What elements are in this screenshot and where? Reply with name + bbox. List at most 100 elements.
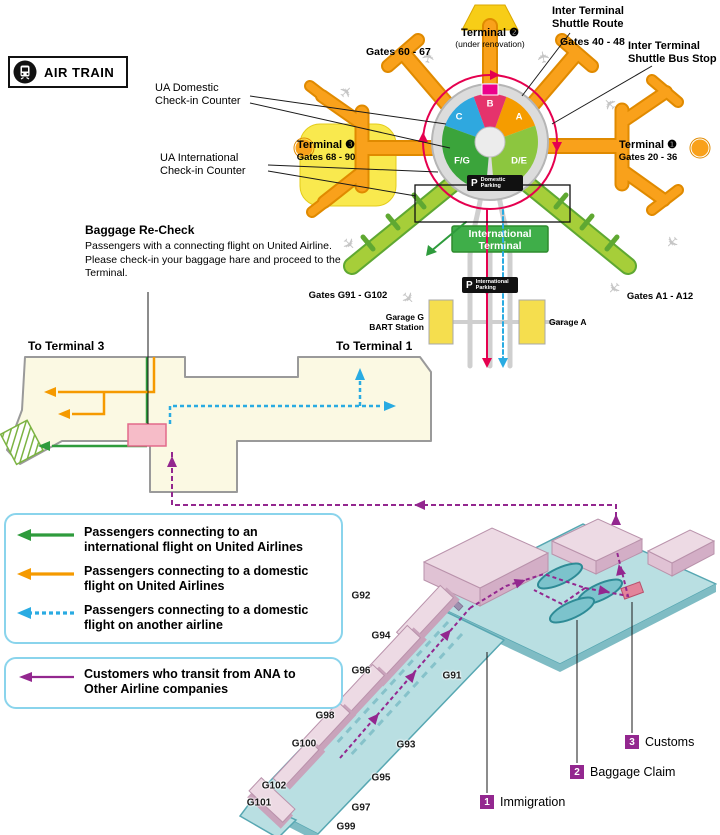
hub-section-fg-label: F/G — [454, 155, 470, 167]
transit-route-3d — [339, 551, 630, 759]
gate-label-g99: G99 — [336, 821, 356, 833]
terminal3-name: Terminal ❸ — [297, 139, 355, 151]
airplane-icon: ✈ — [420, 49, 439, 65]
hub-section-a-label: A — [515, 111, 523, 123]
garage-a-building — [518, 299, 546, 345]
carousel — [536, 562, 584, 590]
marker-immigration-badge: 1 — [480, 795, 494, 809]
legend-item-label: Customers who transit from ANA to Other … — [84, 667, 296, 696]
construction-zone — [299, 123, 397, 207]
marker-baggage-claim-badge: 2 — [570, 765, 584, 779]
hub-section-b-label: B — [486, 98, 494, 110]
legend-item: Passengers connecting to a domestic flig… — [14, 564, 333, 594]
carousel — [548, 596, 596, 624]
hub-section-a — [490, 96, 536, 142]
gate-fingers — [360, 192, 620, 252]
callout-ua-domestic: UA Domestic Check-in Counter — [155, 82, 241, 107]
gate-label-g98: G98 — [315, 710, 335, 722]
legend-item: Passengers connecting to an internationa… — [14, 525, 333, 555]
legend-item: Passengers connecting to a domestic flig… — [14, 603, 333, 633]
parking-icon: P — [466, 279, 473, 291]
garage-a-label: Garage A — [549, 317, 587, 327]
blue-dotted-arrow-icon — [17, 607, 74, 619]
hub-section-c-label: C — [455, 111, 463, 123]
legend-transit: Customers who transit from ANA to Other … — [4, 657, 343, 709]
gates-g91-g102-label: Gates G91 - G102 — [308, 290, 388, 301]
domestic-parking-badge: P Domestic Parking — [467, 175, 523, 191]
callout-lines — [147, 32, 653, 424]
marker-lines — [486, 602, 633, 793]
international-parking-badge: P International Parking — [462, 277, 518, 293]
baggage-recheck-title: Baggage Re-Check — [85, 223, 195, 237]
gate-label-g93: G93 — [396, 739, 416, 751]
legend-item-label: Passengers connecting to an internationa… — [84, 525, 303, 554]
to-terminal1-label: To Terminal 1 — [336, 339, 413, 353]
airplane-icon: ✈ — [535, 49, 554, 65]
callout-ua-international: UA International Check-in Counter — [160, 152, 246, 177]
legend-item-label: Passengers connecting to a domestic flig… — [84, 564, 309, 593]
callout-shuttle-stop: Inter Terminal Shuttle Bus Stop — [628, 40, 717, 65]
central-hub — [431, 83, 549, 201]
hub-section-de-label: D/E — [511, 155, 527, 167]
gates-60-67-label: Gates 60 - 67 — [366, 46, 431, 58]
green-arrow-icon — [17, 529, 74, 541]
corridor-map — [0, 356, 621, 545]
gate-label-g100: G100 — [291, 738, 317, 750]
pier-buildings — [247, 584, 460, 829]
gates-a1-a12-label: Gates A1 - A12 — [626, 291, 694, 302]
gate-label-g97: G97 — [351, 802, 371, 814]
gate-label-g102: G102 — [261, 780, 287, 792]
terminal2-name: Terminal ❷ — [461, 27, 519, 39]
corridor-floor — [6, 356, 432, 493]
marker-customs-badge: 3 — [625, 735, 639, 749]
callout-shuttle-route: Inter Terminal Shuttle Route — [552, 5, 624, 30]
air-train-label: AIR TRAIN — [44, 64, 115, 80]
airplane-icon: ✈ — [660, 230, 682, 252]
legend-item-label: Passengers connecting to a domestic flig… — [84, 603, 309, 632]
terminal-3d-map — [238, 518, 717, 835]
airplane-icon: ✈ — [396, 288, 418, 310]
garage-g-line1: Garage G — [385, 312, 424, 322]
air-train-icon — [13, 60, 37, 84]
terminal1-name: Terminal ❶ — [619, 139, 677, 151]
parking-icon: P — [471, 177, 478, 189]
terminal1-gates: Gates 20 - 36 — [618, 152, 678, 163]
orange-arrow-icon — [17, 568, 74, 580]
purple-arrow-icon — [19, 672, 74, 682]
baggage-recheck-counter — [127, 423, 167, 447]
legend-item: Customers who transit from ANA to Other … — [14, 667, 333, 697]
pier-bodies — [295, 20, 709, 216]
garage-g-building — [428, 299, 454, 345]
marker-immigration-label: Immigration — [500, 795, 566, 809]
terminal2-tip — [461, 4, 519, 31]
garage-g-line2: BART Station — [369, 322, 424, 332]
gate-label-g92: G92 — [351, 590, 371, 602]
terminal2-sub: (under renovation) — [455, 39, 525, 49]
gate-label-g96: G96 — [351, 665, 371, 677]
transit-route — [167, 452, 621, 545]
baggage-recheck-body: Passengers with a connecting flight on U… — [85, 240, 341, 279]
shuttle-bus-stop — [481, 83, 499, 96]
international-terminal-band — [451, 225, 549, 253]
international-wings — [343, 173, 637, 275]
international-terminal-label: International Terminal — [468, 228, 532, 252]
marker-baggage-claim-label: Baggage Claim — [590, 765, 676, 779]
to-terminal3-label: To Terminal 3 — [28, 339, 105, 353]
marker-customs-label: Customs — [645, 735, 695, 749]
hall-edge — [560, 584, 716, 672]
gate-label-g94: G94 — [371, 630, 391, 642]
moving-walkways — [333, 620, 464, 759]
international-connector — [0, 419, 45, 466]
gate-label-g101: G101 — [246, 797, 272, 809]
overview-map: ✈ ✈ ✈ ✈ ✈ ✈ ✈ ✈ — [293, 4, 711, 369]
international-parking-label: International Parking — [475, 279, 509, 291]
terminal3-gates: Gates 68 - 90 — [296, 152, 356, 163]
gate-label-g95: G95 — [371, 772, 391, 784]
gate-label-g91: G91 — [442, 670, 462, 682]
terminal2-gates: Gates 40 - 48 — [560, 36, 625, 48]
air-train-badge: AIR TRAIN — [8, 56, 129, 88]
hub-section-b — [473, 94, 507, 142]
garage-g-label: Garage G BART Station — [358, 312, 424, 332]
